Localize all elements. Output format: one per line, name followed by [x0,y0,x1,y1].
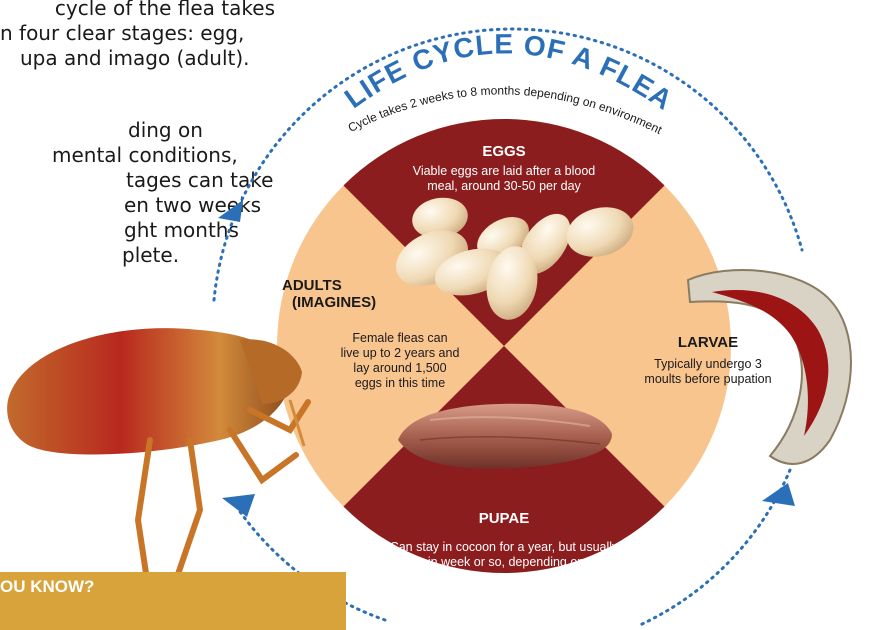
stage-title-adults: ADULTS (IMAGINES) [282,277,402,311]
stage-title-larvae: LARVAE [658,334,758,351]
stage-text-line: Viable eggs are laid after a blood [374,164,634,179]
stage-text-larvae: Typically undergo 3 moults before pupati… [618,357,798,387]
stage-text-eggs: Viable eggs are laid after a blood meal,… [374,164,634,194]
stage-text-line: eggs in this time [330,376,470,391]
stage-title-line: ADULTS [282,277,402,294]
stage-title-eggs: EGGS [454,143,554,160]
stage-text-line: meal, around 30-50 per day [374,179,634,194]
stage-text-pupae: Can stay in cocoon for a year, but usual… [364,540,644,585]
cycle-arrow-icon [222,494,255,517]
stage-text-line: emerges in week or so, depending on exte… [364,555,644,570]
stage-text-line: Can stay in cocoon for a year, but usual… [364,540,644,555]
stage-text-line: Female fleas can [330,331,470,346]
stage-title-line: (IMAGINES) [282,294,402,311]
stage-text-line: lay around 1,500 [330,361,470,376]
stage-text-line: stimulae, eg presence of a host [364,570,644,585]
adult-flea-icon [7,328,308,600]
cycle-arrow-icon [762,483,795,506]
diagram-title: LIFE CYCLE OF A FLEA [339,28,679,116]
cycle-arrow-icon [218,200,243,222]
stage-text-line: Typically undergo 3 [618,357,798,372]
did-you-know-box: OU KNOW? [0,572,346,630]
stage-text-line: live up to 2 years and [330,346,470,361]
stage-text-adults: Female fleas can live up to 2 years and … [330,331,470,391]
stage-text-line: moults before pupation [618,372,798,387]
stage-title-pupae: PUPAE [454,510,554,527]
did-you-know-title: OU KNOW? [0,577,94,597]
